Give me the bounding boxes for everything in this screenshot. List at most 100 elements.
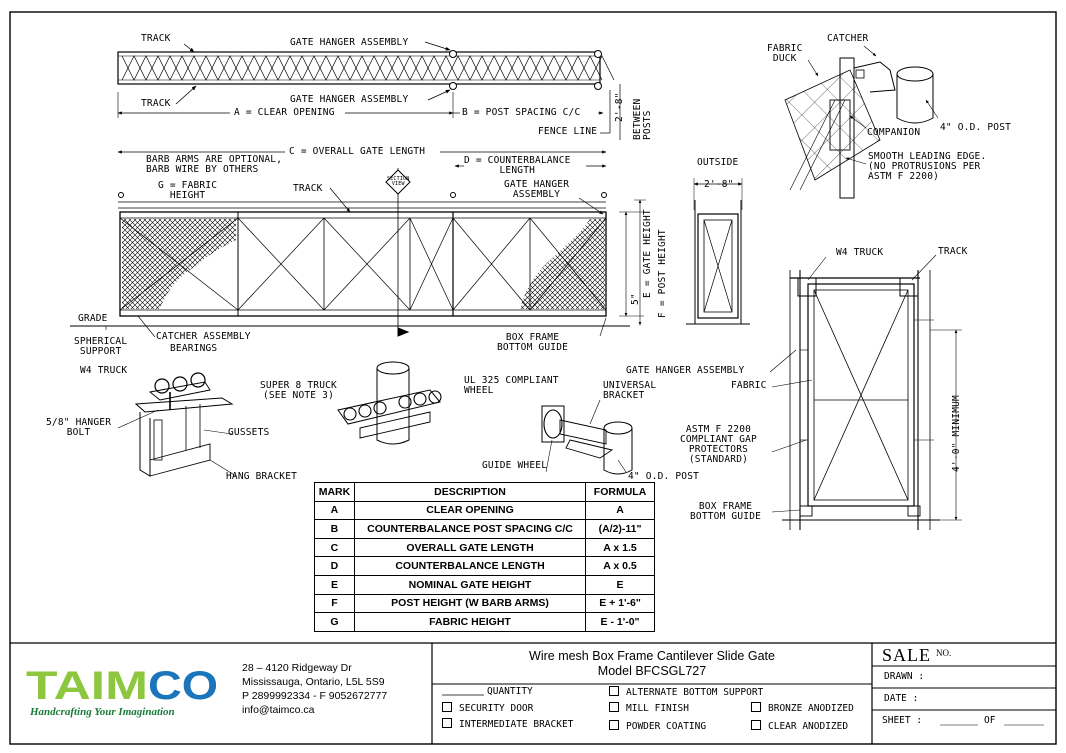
callout-track-top: TRACK <box>141 33 171 44</box>
table-cell: A x 0.5 <box>585 556 655 576</box>
company-address: 28 – 4120 Ridgeway Dr Mississauga, Ontar… <box>242 661 387 717</box>
super8-truck-detail <box>337 361 442 445</box>
callout-track-elevation: TRACK <box>293 183 323 194</box>
option-label: CLEAR ANODIZED <box>768 721 849 732</box>
table-cell: E - 1'-0" <box>585 612 655 632</box>
checkbox[interactable] <box>442 702 452 712</box>
of-label: OF <box>984 715 996 726</box>
end-view <box>686 178 750 325</box>
sale-label: SALE <box>882 645 931 665</box>
option-alt-bottom-support[interactable]: ALTERNATE BOTTOM SUPPORT <box>609 686 763 698</box>
w4-truck-detail <box>117 372 237 477</box>
checkbox[interactable] <box>609 720 619 730</box>
section-view-marker: SECTION VIEW <box>387 176 410 187</box>
table-cell: G <box>314 612 355 632</box>
option-label: MILL FINISH <box>626 703 689 714</box>
table-header-mark: MARK <box>314 482 355 502</box>
callout-catcher: CATCHER <box>827 33 869 44</box>
guide-wheel-detail <box>541 399 633 475</box>
callout-between-posts: BETWEEN POSTS <box>632 98 653 140</box>
callout-smooth-edge: SMOOTH LEADING EDGE. (NO PROTRUSIONS PER… <box>868 151 987 182</box>
callout-companion: COMPANION <box>867 127 921 138</box>
drawing-title-line-2: Model BFCSGL727 <box>597 664 707 678</box>
table-cell: A <box>585 500 655 521</box>
callout-fabric-height: G = FABRIC HEIGHT <box>158 180 218 201</box>
callout-fabric-section: FABRIC <box>731 380 767 391</box>
table-cell: E <box>585 574 655 595</box>
table-cell: F <box>314 593 355 614</box>
option-label: ALTERNATE BOTTOM SUPPORT <box>626 687 764 698</box>
callout-od-post: 4" O.D. POST <box>940 122 1012 133</box>
quantity-label: QUANTITY <box>487 686 533 697</box>
table-header-formula: FORMULA <box>585 482 655 502</box>
table-cell: E <box>314 574 355 595</box>
checkbox[interactable] <box>751 702 761 712</box>
callout-gate-hanger-elev: GATE HANGER ASSEMBLY <box>504 179 570 200</box>
option-mill-finish[interactable]: MILL FINISH <box>609 702 689 714</box>
title-block-frame <box>431 643 1056 744</box>
callout-track-section: TRACK <box>938 246 968 257</box>
option-security-door[interactable]: SECURITY DOOR <box>442 702 533 714</box>
checkbox[interactable] <box>609 702 619 712</box>
table-cell: A x 1.5 <box>585 537 655 558</box>
checkbox[interactable] <box>442 718 452 728</box>
option-label: INTERMEDIATE BRACKET <box>459 719 574 730</box>
callout-post-spacing: B = POST SPACING C/C <box>462 107 581 118</box>
svg-text:TAIM: TAIM <box>26 664 148 708</box>
email-link[interactable]: info@taimco.ca <box>242 704 315 716</box>
callout-super8: SUPER 8 TRUCK (SEE NOTE 3) <box>260 380 337 401</box>
callout-hang-bracket: HANG BRACKET <box>226 471 298 482</box>
sale-no-label: NO. <box>936 648 952 658</box>
table-cell: OVERALL GATE LENGTH <box>353 537 587 558</box>
checkbox[interactable] <box>609 686 619 696</box>
table-cell: C <box>314 537 355 558</box>
drawn-label: DRAWN : <box>884 671 925 682</box>
table-cell: CLEAR OPENING <box>353 500 587 521</box>
callout-guide-wheel: GUIDE WHEEL <box>482 460 548 471</box>
callout-counterbalance: D = COUNTERBALANCE LENGTH <box>464 155 571 176</box>
callout-barb-arms: BARB ARMS ARE OPTIONAL, BARB WIRE BY OTH… <box>146 154 283 175</box>
option-label: SECURITY DOOR <box>459 703 534 714</box>
option-powder-coating[interactable]: POWDER COATING <box>609 720 706 732</box>
table-cell: D <box>314 556 355 576</box>
callout-universal-bracket: UNIVERSAL BRACKET <box>603 380 657 401</box>
callout-w4-truck-detail: W4 TRUCK <box>80 365 128 376</box>
sheet-label: SHEET : <box>882 715 923 726</box>
option-clear-anodized[interactable]: CLEAR ANODIZED <box>751 720 848 732</box>
checkbox[interactable] <box>751 720 761 730</box>
option-label: POWDER COATING <box>626 721 707 732</box>
callout-astm-gap: ASTM F 2200 COMPLIANT GAP PROTECTORS (ST… <box>680 424 757 465</box>
phone-fax: P 2899992334 - F 9052672777 <box>242 690 388 702</box>
catcher-detail <box>784 45 939 199</box>
callout-catcher-assembly: CATCHER ASSEMBLY <box>156 331 251 342</box>
svg-text:CO: CO <box>148 664 218 708</box>
option-bronze-anodized[interactable]: BRONZE ANODIZED <box>751 702 854 714</box>
table-header-description: DESCRIPTION <box>353 482 587 502</box>
option-intermediate-bracket[interactable]: INTERMEDIATE BRACKET <box>442 718 573 730</box>
callout-box-frame-guide: BOX FRAME BOTTOM GUIDE <box>497 332 569 353</box>
table-cell: COUNTERBALANCE POST SPACING C/C <box>353 519 587 539</box>
drawing-title: Wire mesh Box Frame Cantilever Slide Gat… <box>432 649 872 679</box>
plan-view <box>117 41 621 140</box>
callout-gate-hanger-section: GATE HANGER ASSEMBLY <box>626 365 745 376</box>
table-cell: E + 1'-6" <box>585 593 655 614</box>
callout-hanger-bolt: 5/8" HANGER BOLT <box>46 417 112 438</box>
callout-post-height: F = POST HEIGHT <box>657 229 668 318</box>
callout-between-posts-dim: 2'-8" <box>614 92 625 122</box>
callout-gate-hanger-bottom: GATE HANGER ASSEMBLY <box>290 94 409 105</box>
table-cell: NOMINAL GATE HEIGHT <box>353 574 587 595</box>
date-label: DATE : <box>884 693 919 704</box>
table-cell: COUNTERBALANCE LENGTH <box>353 556 587 576</box>
address-line-2: Mississauga, Ontario, L5L 5S9 <box>242 676 385 688</box>
callout-clear-opening: A = CLEAR OPENING <box>234 107 335 118</box>
callout-w4-truck-section: W4 TRUCK <box>836 247 884 258</box>
callout-track-bottom: TRACK <box>141 98 171 109</box>
taimco-logo: TAIM CO Handcrafting Your Imagination <box>26 664 218 718</box>
table-header-row: MARK DESCRIPTION FORMULA <box>314 482 655 502</box>
